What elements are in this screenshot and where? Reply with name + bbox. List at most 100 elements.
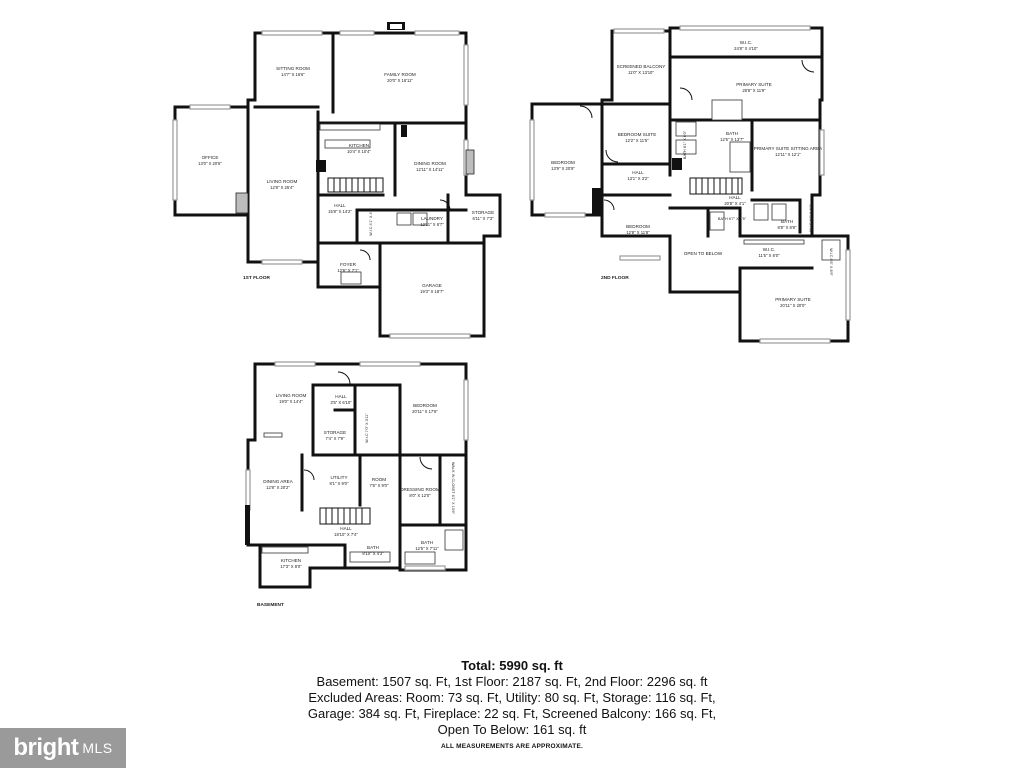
logo-suffix: MLS xyxy=(82,740,113,756)
room-name: W.I.C. xyxy=(763,247,776,252)
room-name: SCREENED BALCONY xyxy=(617,64,666,69)
room-name: PRIMARY SUITE xyxy=(775,297,811,302)
room-dims: 19'0" X 14'4" xyxy=(279,399,303,404)
room-name: HALL xyxy=(729,195,741,200)
room-name: DINING AREA xyxy=(263,479,294,484)
room-dims: 12'8" X 11'8" xyxy=(626,230,650,235)
room-name: W.I.C. xyxy=(740,40,753,45)
room-name: SITTING ROOM xyxy=(276,66,310,71)
room-dims: 13'1" X 3'2" xyxy=(627,176,649,181)
room-dims: 12'8" X 20'2" xyxy=(266,485,290,490)
first-floor-outline xyxy=(173,31,502,289)
room-dims: 3'5" X 6'10" xyxy=(330,400,352,405)
room-dims: 20'11" X 17'6" xyxy=(412,409,438,414)
room-name: OFFICE xyxy=(202,155,219,160)
room-name: DINING ROOM xyxy=(414,161,446,166)
room-name: BATH xyxy=(367,545,379,550)
room-dims: 28'8" X 11'9" xyxy=(742,88,766,93)
room-dims: 20'11" X 20'0" xyxy=(780,303,806,308)
floor-label: BASEMENT xyxy=(257,602,284,608)
small-room-label: W.I.C 4'1" X 4'1" xyxy=(809,204,813,232)
second-floor-plan: SCREENED BALCONY 11'0" X 13'10" W.I.C. 2… xyxy=(529,25,851,344)
room-dims: 20'8" X 4'1" xyxy=(724,201,746,206)
room-name: BATH xyxy=(421,540,433,545)
room-name: BEDROOM xyxy=(551,160,575,165)
room-dims: 8'10" X 4'3" xyxy=(362,551,384,556)
basement-outline xyxy=(246,362,468,589)
room-dims: 12'2" X 11'5" xyxy=(625,138,649,143)
small-room-label: W.I.C 4'1" X 4'1" xyxy=(369,208,373,236)
small-room-label: BATH 6'1" X 6'0" xyxy=(683,130,687,159)
room-dims: 7'4" X 7'9" xyxy=(325,436,345,441)
room-name: OPEN TO BELOW xyxy=(684,251,723,256)
room-name: HALL xyxy=(335,394,347,399)
room-name: HALL xyxy=(340,526,352,531)
logo-word: bright xyxy=(13,734,79,761)
room-name: BEDROOM xyxy=(413,403,437,408)
room-dims: 24'8" X 4'10" xyxy=(734,46,758,51)
room-dims: 12'8" X 25'4" xyxy=(270,185,294,190)
room-name: LAUNDRY xyxy=(421,216,443,221)
basement-plan: LIVING ROOM 19'0" X 14'4" HALL 3'5" X 6'… xyxy=(245,361,469,608)
room-dims: 12'11" X 12'1" xyxy=(775,152,801,157)
room-dims: 8'0" X 12'0" xyxy=(409,493,431,498)
floor-label: 1ST FLOOR xyxy=(243,275,270,281)
stairs-basement xyxy=(319,507,371,525)
room-dims: 12'11" X 6'7" xyxy=(420,222,444,227)
excluded-areas-line: Open To Below: 161 sq. ft xyxy=(437,722,587,737)
bright-mls-logo: bright MLS xyxy=(0,728,126,768)
room-dims: 13'9" X 20'9" xyxy=(551,166,575,171)
stairs-first xyxy=(327,177,384,193)
room-name: PRIMARY SUITE xyxy=(736,82,772,87)
room-name: HALL xyxy=(334,203,346,208)
measurement-disclaimer: ALL MEASUREMENTS ARE APPROXIMATE. xyxy=(440,743,584,750)
floor-area-breakdown: Basement: 1507 sq. Ft, 1st Floor: 2187 s… xyxy=(316,674,708,689)
room-dims: 8'8" X 8'8" xyxy=(777,225,797,230)
room-name: DRESSING ROOM xyxy=(400,487,440,492)
room-dims: 12'6" X 7'1" xyxy=(337,268,359,273)
small-room-label: BATH 6'7" X 4'5" xyxy=(718,217,747,221)
room-dims: 7'6" X 9'0" xyxy=(369,483,389,488)
room-name: KITCHEN xyxy=(349,143,369,148)
room-dims: 14'7" X 16'6" xyxy=(281,72,305,77)
room-dims: 18'10" X 7'4" xyxy=(334,532,358,537)
excluded-areas-line: Garage: 384 sq. Ft, Fireplace: 22 sq. Ft… xyxy=(307,706,717,721)
stairs-second xyxy=(689,177,743,195)
room-name: KITCHEN xyxy=(281,558,301,563)
room-dims: 12'5" X 7'11" xyxy=(415,546,439,551)
small-room-label: WALK IN CLOSET 6'1" X 13'6" xyxy=(451,462,455,515)
room-name: HALL xyxy=(632,170,644,175)
room-dims: 19'3" X 18'7" xyxy=(420,289,444,294)
room-dims: 11'0" X 13'10" xyxy=(628,70,654,75)
room-dims: 12'5" X 13'7" xyxy=(720,137,744,142)
floor-label: 2ND FLOOR xyxy=(601,275,629,281)
room-name: LIVING ROOM xyxy=(276,393,307,398)
room-name: BEDROOM SUITE xyxy=(618,132,657,137)
small-room-label: W.I.C 7'0" X 3'11" xyxy=(365,413,369,443)
room-dims: 8'1" X 9'0" xyxy=(329,481,349,486)
floor-plan-drawing: SITTING ROOM 14'7" X 16'6" FAMILY ROOM 2… xyxy=(172,22,851,608)
room-dims: 10'4" X 10'4" xyxy=(347,149,371,154)
room-dims: 11'5" X 6'0" xyxy=(758,253,780,258)
room-dims: 20'0" X 16'11" xyxy=(387,78,413,83)
second-floor-outline xyxy=(530,26,850,343)
room-dims: 13'0" X 20'6" xyxy=(198,161,222,166)
room-name: BATH xyxy=(726,131,738,136)
first-floor-plan: SITTING ROOM 14'7" X 16'6" FAMILY ROOM 2… xyxy=(172,22,502,339)
excluded-areas-line: Excluded Areas: Room: 73 sq. Ft, Utility… xyxy=(308,690,716,705)
room-name: FOYER xyxy=(340,262,357,267)
room-name: ROOM xyxy=(372,477,386,482)
room-name: FAMILY ROOM xyxy=(384,72,416,77)
room-name: STORAGE xyxy=(324,430,346,435)
total-area-title: Total: 5990 sq. ft xyxy=(461,658,563,673)
room-dims: 12'11" X 14'11" xyxy=(416,167,444,172)
room-name: STORAGE xyxy=(472,210,494,215)
room-dims: 15'8" X 14'2" xyxy=(328,209,352,214)
room-name: LIVING ROOM xyxy=(267,179,298,184)
room-dims: 6'11" X 7'3" xyxy=(472,216,494,221)
room-name: GARAGE xyxy=(422,283,442,288)
small-room-label: W.I.C 6'6" X 8'9" xyxy=(829,248,833,276)
room-name: UTILITY xyxy=(330,475,347,480)
room-name: PRIMARY SUITE SITTING AREA xyxy=(754,146,823,151)
room-dims: 17'3" X 8'0" xyxy=(280,564,302,569)
